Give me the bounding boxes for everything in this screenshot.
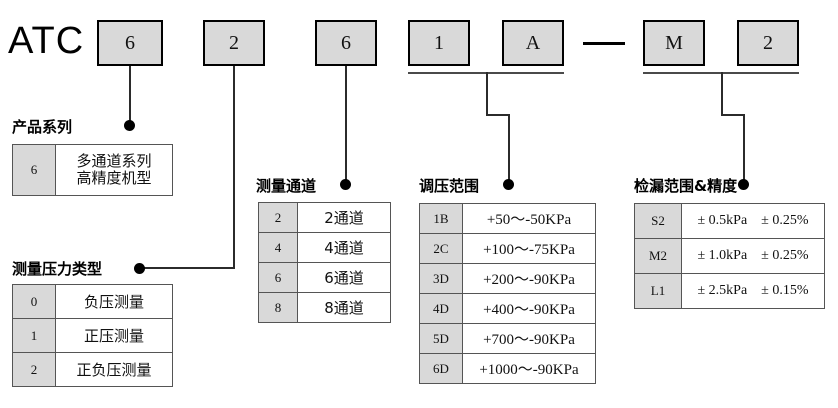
cell-code: 4: [258, 232, 298, 263]
connector-range-dot: [503, 179, 514, 190]
separator-dash: [583, 42, 625, 45]
section-title-channels: 测量通道: [256, 177, 317, 195]
connector-series-line: [129, 66, 131, 124]
table-row: 2 2通道: [258, 202, 391, 233]
cell-code: 6: [12, 144, 56, 196]
table-row: 6D +1000～-90KPa: [419, 353, 596, 384]
table-pressure-type: 0 负压测量 1 正压测量 2 正负压测量: [12, 284, 173, 387]
table-row: 4D +400～-90KPa: [419, 293, 596, 324]
connector-pressure-type-hline: [139, 267, 234, 269]
connector-range-vline-lower: [508, 114, 510, 183]
cell-code: L1: [634, 273, 682, 309]
cell-value: ± 0.5kPa ± 0.25%: [681, 203, 825, 239]
table-row: 2 正负压测量: [12, 352, 173, 387]
table-row: M2 ± 1.0kPa ± 0.25%: [634, 238, 825, 274]
cell-value: 正负压测量: [55, 352, 173, 387]
cell-value: +50～-50KPa: [462, 203, 596, 234]
connector-pressure-type-vline: [233, 66, 235, 269]
table-row: 4 4通道: [258, 232, 391, 263]
code-box-pressure-type[interactable]: 2: [203, 20, 265, 66]
cell-code: M2: [634, 238, 682, 274]
connector-leak-jog: [721, 114, 745, 116]
connector-channels-dot: [340, 179, 351, 190]
connector-range-vline-upper: [486, 72, 488, 116]
table-row: 6 6通道: [258, 262, 391, 293]
table-channels: 2 2通道 4 4通道 6 6通道 8 8通道: [258, 202, 391, 323]
cell-code: 5D: [419, 323, 463, 354]
cell-code: S2: [634, 203, 682, 239]
cell-value: ± 2.5kPa ± 0.15%: [681, 273, 825, 309]
code-box-range-digit[interactable]: 1: [408, 20, 470, 66]
table-row: 6 多通道系列 高精度机型: [12, 144, 173, 196]
table-series: 6 多通道系列 高精度机型: [12, 144, 173, 196]
cell-code: 1B: [419, 203, 463, 234]
cell-range: ± 2.5kPa: [697, 283, 748, 298]
cell-range: ± 0.5kPa: [697, 213, 748, 228]
cell-accuracy: ± 0.25%: [761, 213, 809, 228]
cell-value: +100～-75KPa: [462, 233, 596, 264]
code-box-leak-letter[interactable]: M: [643, 20, 705, 66]
cell-code: 8: [258, 292, 298, 323]
table-pressure-range: 1B +50～-50KPa 2C +100～-75KPa 3D +200～-90…: [419, 203, 596, 384]
section-title-leak-detection: 检漏范围&精度: [634, 177, 738, 195]
cell-value: ± 1.0kPa ± 0.25%: [681, 238, 825, 274]
table-leak-detection: S2 ± 0.5kPa ± 0.25% M2 ± 1.0kPa ± 0.25% …: [634, 203, 825, 309]
table-row: S2 ± 0.5kPa ± 0.25%: [634, 203, 825, 239]
cell-value: 负压测量: [55, 284, 173, 319]
connector-leak-vline-lower: [743, 114, 745, 183]
cell-value-line1: 多通道系列: [76, 151, 152, 170]
cell-value: 正压测量: [55, 318, 173, 353]
cell-code: 6D: [419, 353, 463, 384]
code-box-leak-digit[interactable]: 2: [737, 20, 799, 66]
cell-code: 3D: [419, 263, 463, 294]
table-row: L1 ± 2.5kPa ± 0.15%: [634, 273, 825, 309]
section-title-pressure-range: 调压范围: [419, 177, 480, 195]
cell-accuracy: ± 0.25%: [761, 248, 809, 263]
table-row: 0 负压测量: [12, 284, 173, 319]
cell-value: 4通道: [297, 232, 391, 263]
cell-accuracy: ± 0.15%: [761, 283, 809, 298]
connector-leak-dot: [738, 179, 749, 190]
cell-range: ± 1.0kPa: [697, 248, 748, 263]
connector-range-jog: [486, 114, 510, 116]
cell-value: 8通道: [297, 292, 391, 323]
cell-code: 2: [12, 352, 56, 387]
brand-logo: ATC: [8, 20, 85, 62]
table-row: 3D +200～-90KPa: [419, 263, 596, 294]
cell-code: 6: [258, 262, 298, 293]
connector-series-dot: [124, 120, 135, 131]
cell-code: 1: [12, 318, 56, 353]
cell-value: +400～-90KPa: [462, 293, 596, 324]
connector-leak-vline-upper: [721, 72, 723, 116]
table-row: 2C +100～-75KPa: [419, 233, 596, 264]
code-box-series[interactable]: 6: [97, 20, 163, 66]
cell-value: 6通道: [297, 262, 391, 293]
cell-value: +1000～-90KPa: [462, 353, 596, 384]
code-box-channels[interactable]: 6: [315, 20, 377, 66]
cell-value-line2: 高精度机型: [76, 169, 152, 187]
section-title-series: 产品系列: [12, 118, 73, 136]
connector-channels-line: [345, 66, 347, 183]
cell-value: 多通道系列 高精度机型: [55, 144, 173, 196]
cell-value: +700～-90KPa: [462, 323, 596, 354]
cell-code: 2: [258, 202, 298, 233]
code-box-range-letter[interactable]: A: [502, 20, 564, 66]
table-row: 5D +700～-90KPa: [419, 323, 596, 354]
section-title-pressure-type: 测量压力类型: [12, 260, 103, 278]
table-row: 8 8通道: [258, 292, 391, 323]
table-row: 1 正压测量: [12, 318, 173, 353]
cell-code: 0: [12, 284, 56, 319]
table-row: 1B +50～-50KPa: [419, 203, 596, 234]
connector-pressure-type-dot: [134, 263, 145, 274]
cell-value: +200～-90KPa: [462, 263, 596, 294]
cell-value: 2通道: [297, 202, 391, 233]
cell-code: 2C: [419, 233, 463, 264]
cell-code: 4D: [419, 293, 463, 324]
